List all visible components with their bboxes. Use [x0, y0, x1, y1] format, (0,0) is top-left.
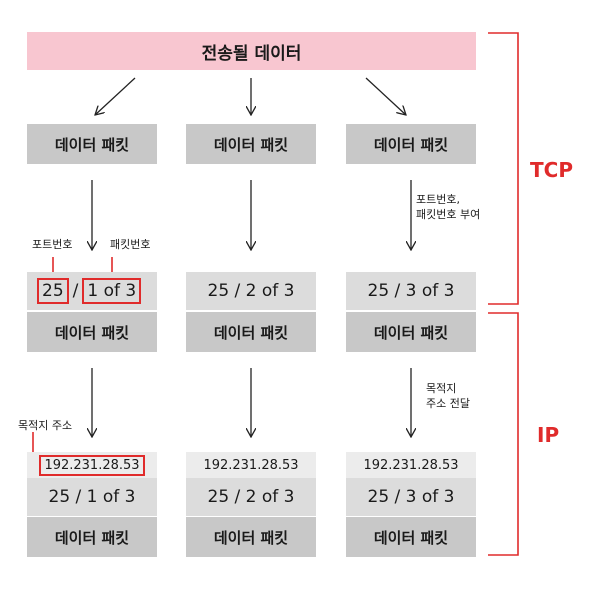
port-number-label: 포트번호 — [32, 238, 73, 251]
tcp-layer-label: TCP — [530, 158, 573, 182]
packet-tcp-stage-3: 데이터 패킷 — [346, 124, 476, 164]
packet-tcp-2: 데이터 패킷 — [186, 312, 316, 352]
arrow-split-right — [365, 77, 406, 115]
ip-step-note: 목적지 주소 전달 — [426, 381, 470, 411]
ip-step-note-line2: 주소 전달 — [426, 397, 470, 410]
packet-tcp-stage-1: 데이터 패킷 — [27, 124, 157, 164]
tcp-header-3: 25 / 3 of 3 — [346, 272, 476, 310]
sequence-number-label: 패킷번호 — [110, 238, 151, 251]
tcp-step-note-line1: 포트번호, — [416, 193, 460, 206]
packet-ip-3: 데이터 패킷 — [346, 517, 476, 557]
packet-ip-2: 데이터 패킷 — [186, 517, 316, 557]
ip-header-3: 192.231.28.53 — [346, 452, 476, 478]
ip-step-note-line1: 목적지 — [426, 382, 457, 395]
destination-address-value: 192.231.28.53 — [39, 454, 145, 476]
header-separator: / — [72, 281, 79, 301]
ip-header-2: 192.231.28.53 — [186, 452, 316, 478]
ip-layer-label: IP — [537, 423, 560, 447]
tcp-header-2: 25 / 2 of 3 — [186, 272, 316, 310]
ip-tcp-header-2: 25 / 2 of 3 — [186, 478, 316, 516]
tcp-step-note-line2: 패킷번호 부여 — [416, 208, 481, 221]
destination-address-label: 목적지 주소 — [18, 419, 73, 432]
port-number-value: 25 — [37, 278, 69, 304]
packet-ip-1: 데이터 패킷 — [27, 517, 157, 557]
sequence-number-value: 1 of 3 — [82, 278, 142, 304]
ip-bracket — [488, 312, 519, 556]
tcp-header-1: 25 / 1 of 3 — [27, 272, 157, 310]
packet-tcp-1: 데이터 패킷 — [27, 312, 157, 352]
source-data-box: 전송될 데이터 — [27, 32, 476, 70]
tcp-step-note: 포트번호, 패킷번호 부여 — [416, 192, 480, 222]
arrow-split-left — [95, 77, 136, 115]
packet-tcp-3: 데이터 패킷 — [346, 312, 476, 352]
ip-tcp-header-1: 25 / 1 of 3 — [27, 478, 157, 516]
tcp-bracket — [488, 32, 519, 305]
ip-tcp-header-3: 25 / 3 of 3 — [346, 478, 476, 516]
ip-header-1: 192.231.28.53 — [27, 452, 157, 478]
packet-tcp-stage-2: 데이터 패킷 — [186, 124, 316, 164]
